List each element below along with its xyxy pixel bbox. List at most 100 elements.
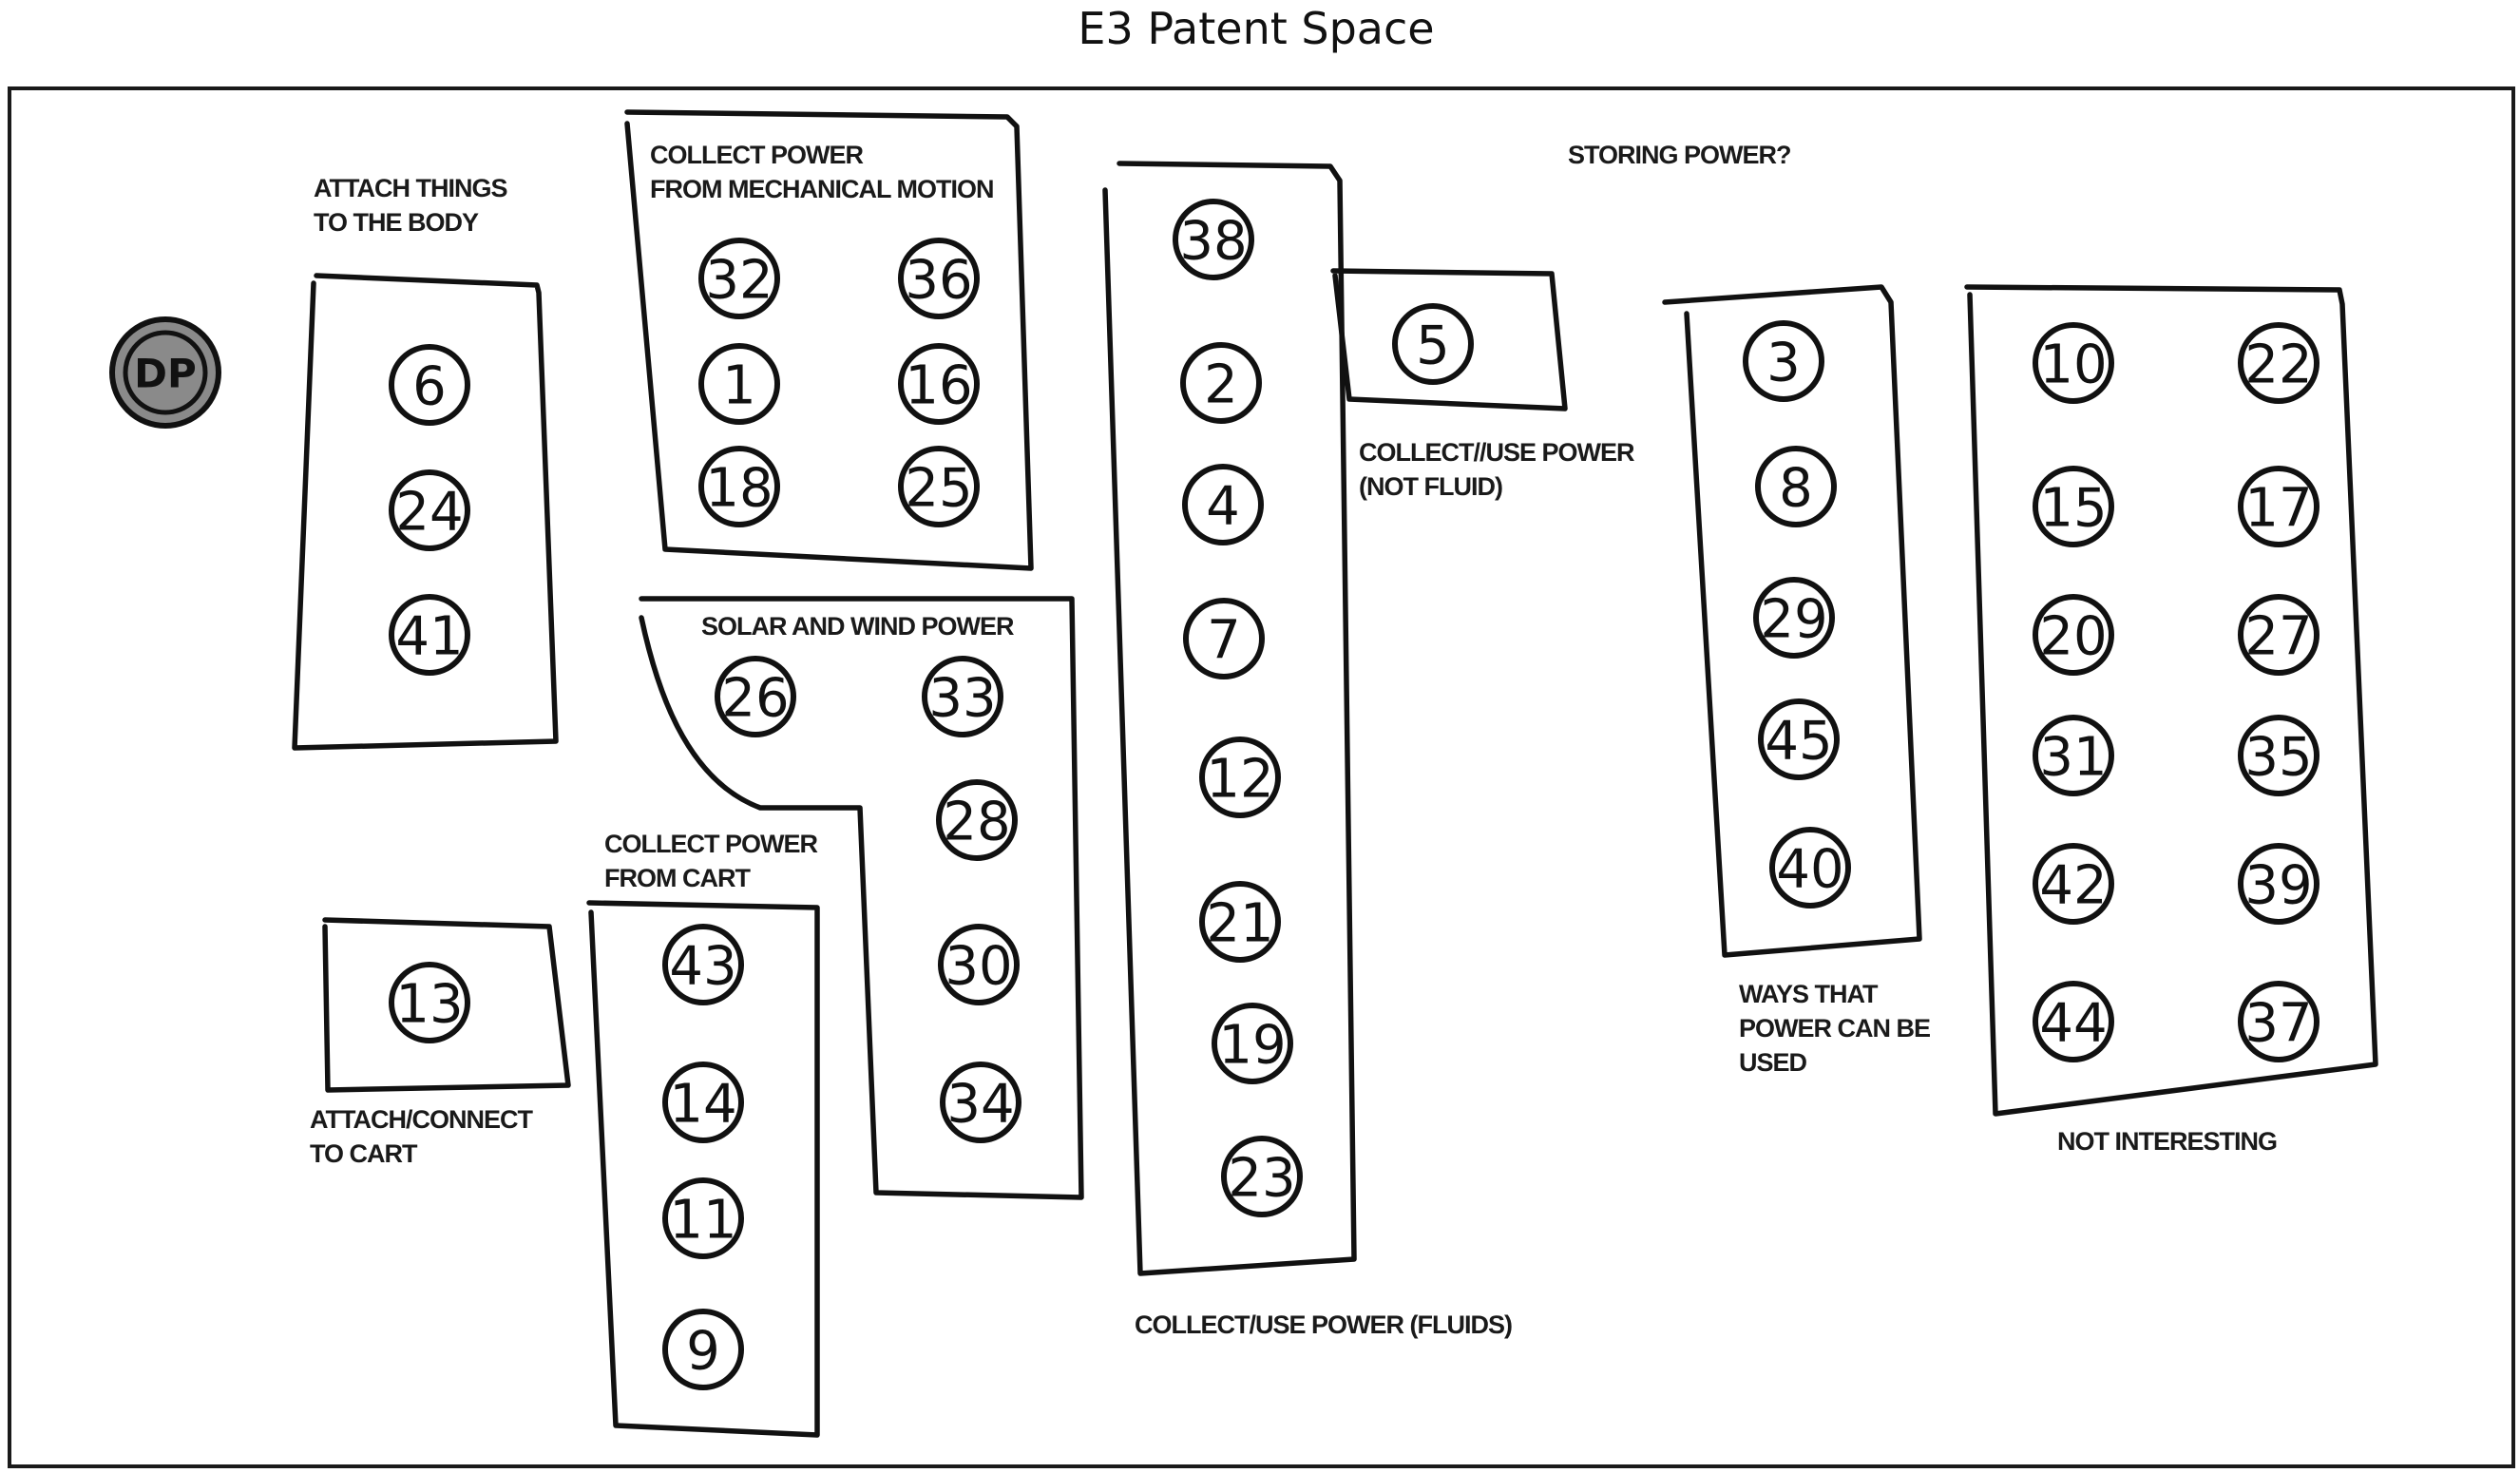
- patent-node-number: 1: [722, 355, 756, 417]
- label-attach-cart: ATTACH/CONNECT TO CART: [310, 1105, 539, 1168]
- patent-node-15: 15: [2033, 466, 2114, 547]
- patent-node-number: 18: [705, 458, 773, 520]
- patent-node-33: 33: [922, 656, 1003, 737]
- patent-node-number: 43: [669, 936, 736, 998]
- patent-node-number: 21: [1206, 893, 1273, 955]
- patent-node-number: 28: [943, 792, 1010, 853]
- patent-node-number: 45: [1765, 711, 1832, 773]
- patent-node-number: 4: [1206, 476, 1240, 538]
- patent-node-number: 14: [669, 1074, 736, 1136]
- patent-node-10: 10: [2033, 322, 2114, 404]
- patent-node-28: 28: [936, 779, 1018, 861]
- patent-node-circle: [2238, 322, 2320, 404]
- patent-node-40: 40: [1769, 827, 1851, 909]
- patent-node-35: 35: [2238, 715, 2320, 796]
- patent-node-number: 23: [1228, 1148, 1295, 1210]
- patent-node-27: 27: [2238, 594, 2320, 676]
- dp-marker-label: DP: [134, 351, 197, 397]
- patent-node-45: 45: [1758, 698, 1840, 780]
- patent-node-circle: [1199, 881, 1281, 963]
- patent-node-circle: [698, 238, 780, 319]
- label-from-cart: COLLECT POWER FROM CART: [604, 830, 824, 892]
- patent-node-42: 42: [2033, 843, 2114, 925]
- patent-node-19: 19: [1212, 1003, 1293, 1084]
- patent-node-43: 43: [662, 924, 744, 1005]
- patent-node-circle: [938, 924, 1020, 1005]
- patent-node-number: 33: [928, 668, 996, 730]
- patent-node-13: 13: [389, 962, 470, 1043]
- patent-node-31: 31: [2033, 715, 2114, 796]
- patent-node-number: 13: [395, 974, 463, 1036]
- outer-frame: [8, 86, 2515, 1468]
- patent-node-number: 9: [686, 1321, 720, 1383]
- patent-node-number: 12: [1206, 749, 1273, 811]
- patent-node-number: 39: [2244, 855, 2312, 917]
- patent-node-32: 32: [698, 238, 780, 319]
- patent-node-number: 26: [721, 668, 789, 730]
- patent-node-number: 37: [2244, 993, 2312, 1055]
- group-outline-mechanical: [624, 109, 1034, 571]
- patent-node-number: 41: [395, 606, 463, 668]
- patent-node-number: 7: [1207, 610, 1241, 672]
- patent-node-24: 24: [389, 469, 470, 551]
- patent-node-circle: [662, 1062, 744, 1143]
- patent-node-11: 11: [662, 1177, 744, 1259]
- patent-node-30: 30: [938, 924, 1020, 1005]
- patent-node-number: 11: [669, 1190, 736, 1252]
- patent-node-number: 36: [905, 250, 972, 312]
- patent-node-23: 23: [1221, 1136, 1303, 1217]
- patent-node-number: 34: [946, 1074, 1014, 1136]
- label-ways-used: WAYS THAT POWER CAN BE USED: [1739, 980, 1937, 1077]
- patent-node-circle: [2238, 981, 2320, 1062]
- patent-node-44: 44: [2033, 981, 2114, 1062]
- patent-node-number: 6: [412, 356, 447, 418]
- patent-node-circle: [389, 344, 470, 426]
- patent-node-4: 4: [1182, 464, 1264, 545]
- patent-node-41: 41: [389, 594, 470, 676]
- patent-node-number: 17: [2244, 478, 2312, 540]
- patent-node-circle: [2033, 981, 2114, 1062]
- patent-node-circle: [1392, 303, 1474, 385]
- patent-node-16: 16: [898, 343, 980, 425]
- patent-node-number: 3: [1766, 333, 1801, 394]
- label-solar-wind: SOLAR AND WIND POWER: [701, 612, 1014, 641]
- patent-node-number: 19: [1218, 1015, 1286, 1077]
- patent-node-circle: [662, 1309, 744, 1390]
- patent-node-17: 17: [2238, 466, 2320, 547]
- patent-node-6: 6: [389, 344, 470, 426]
- patent-node-number: 25: [905, 458, 972, 520]
- label-not-interesting: NOT INTERESTING: [2057, 1127, 2277, 1156]
- patent-node-circle: [662, 1177, 744, 1259]
- group-outline-from-cart: [586, 900, 820, 1438]
- dp-marker: DP: [109, 316, 221, 429]
- patent-node-number: 42: [2039, 855, 2107, 917]
- group-outline-attach-cart: [322, 917, 571, 1093]
- patent-node-2: 2: [1180, 342, 1262, 424]
- patent-node-circle: [2033, 322, 2114, 404]
- patent-node-number: 40: [1776, 839, 1843, 901]
- patent-node-circle: [1753, 577, 1835, 659]
- patent-node-number: 5: [1416, 316, 1450, 377]
- patent-node-number: 27: [2244, 606, 2312, 668]
- patent-node-number: 2: [1204, 354, 1238, 416]
- group-outline-not-interesting: [1964, 284, 2378, 1117]
- patent-node-circle: [922, 656, 1003, 737]
- patent-node-number: 15: [2039, 478, 2107, 540]
- patent-node-number: 8: [1779, 458, 1813, 520]
- patent-node-circle: [2033, 715, 2114, 796]
- patent-node-circle: [2033, 466, 2114, 547]
- patent-node-number: 16: [905, 355, 972, 417]
- patent-node-circle: [2238, 715, 2320, 796]
- label-not-fluid: COLLECT//USE POWER (NOT FLUID): [1359, 438, 1640, 501]
- patent-node-8: 8: [1755, 446, 1837, 527]
- patent-node-circle: [2238, 466, 2320, 547]
- patent-node-14: 14: [662, 1062, 744, 1143]
- patent-node-26: 26: [715, 656, 796, 737]
- patent-node-number: 22: [2244, 335, 2312, 396]
- patent-node-circle: [936, 779, 1018, 861]
- patent-node-circle: [898, 446, 980, 527]
- patent-node-25: 25: [898, 446, 980, 527]
- group-outline-fluids: [1102, 161, 1357, 1276]
